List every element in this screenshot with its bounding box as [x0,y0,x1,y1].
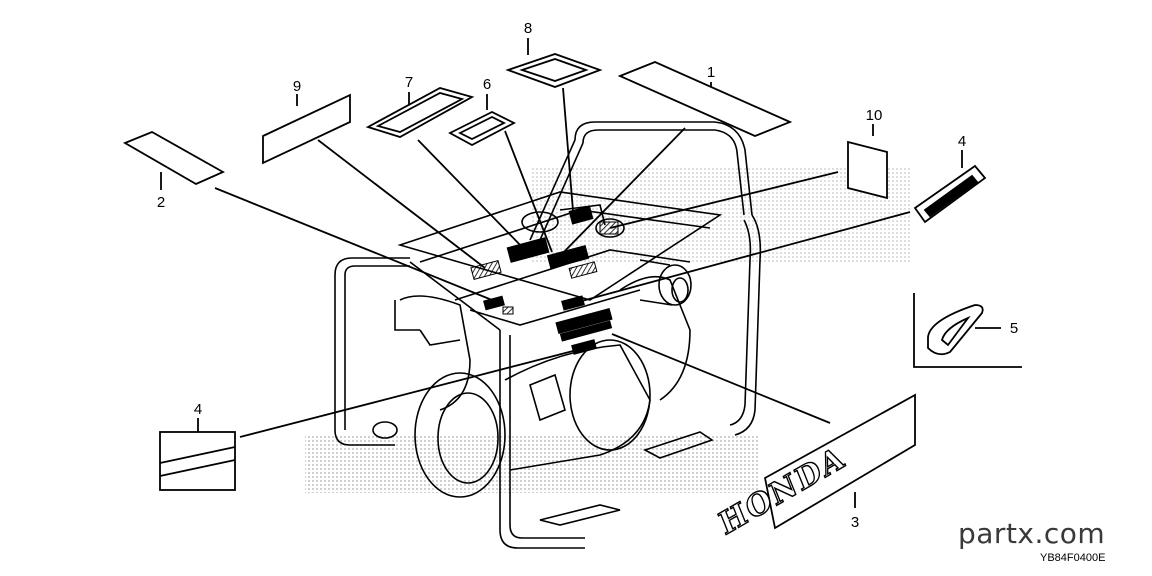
decal-10-shape [847,140,888,200]
callout-4-right: 4 [958,133,966,150]
decal-5-shape [927,304,984,356]
decal-parts [122,53,987,530]
callout-10: 10 [866,107,883,124]
applied-decal-marks [470,205,619,355]
diagram-code: YB84F0400E [1040,552,1106,564]
callout-8: 8 [524,20,532,37]
callout-7: 7 [405,74,413,91]
callout-2: 2 [157,194,165,211]
decal-8-shape [505,53,603,88]
decal-9-shape [262,93,351,165]
callout-5: 5 [1010,320,1018,337]
callout-1: 1 [707,64,715,81]
water-pump-illustration [334,121,762,549]
callout-3: 3 [851,514,859,531]
decal-7-shape [365,87,475,138]
callout-6: 6 [483,76,491,93]
callout-9: 9 [293,78,301,95]
decal-1-shape [617,61,793,137]
partx-watermark: partx.com [958,517,1106,550]
leader-lines [160,38,1022,508]
decal-3-shape [763,393,916,530]
decal-2-shape [122,131,226,186]
decal-6-shape [448,110,516,147]
callout-4-left: 4 [194,401,202,418]
